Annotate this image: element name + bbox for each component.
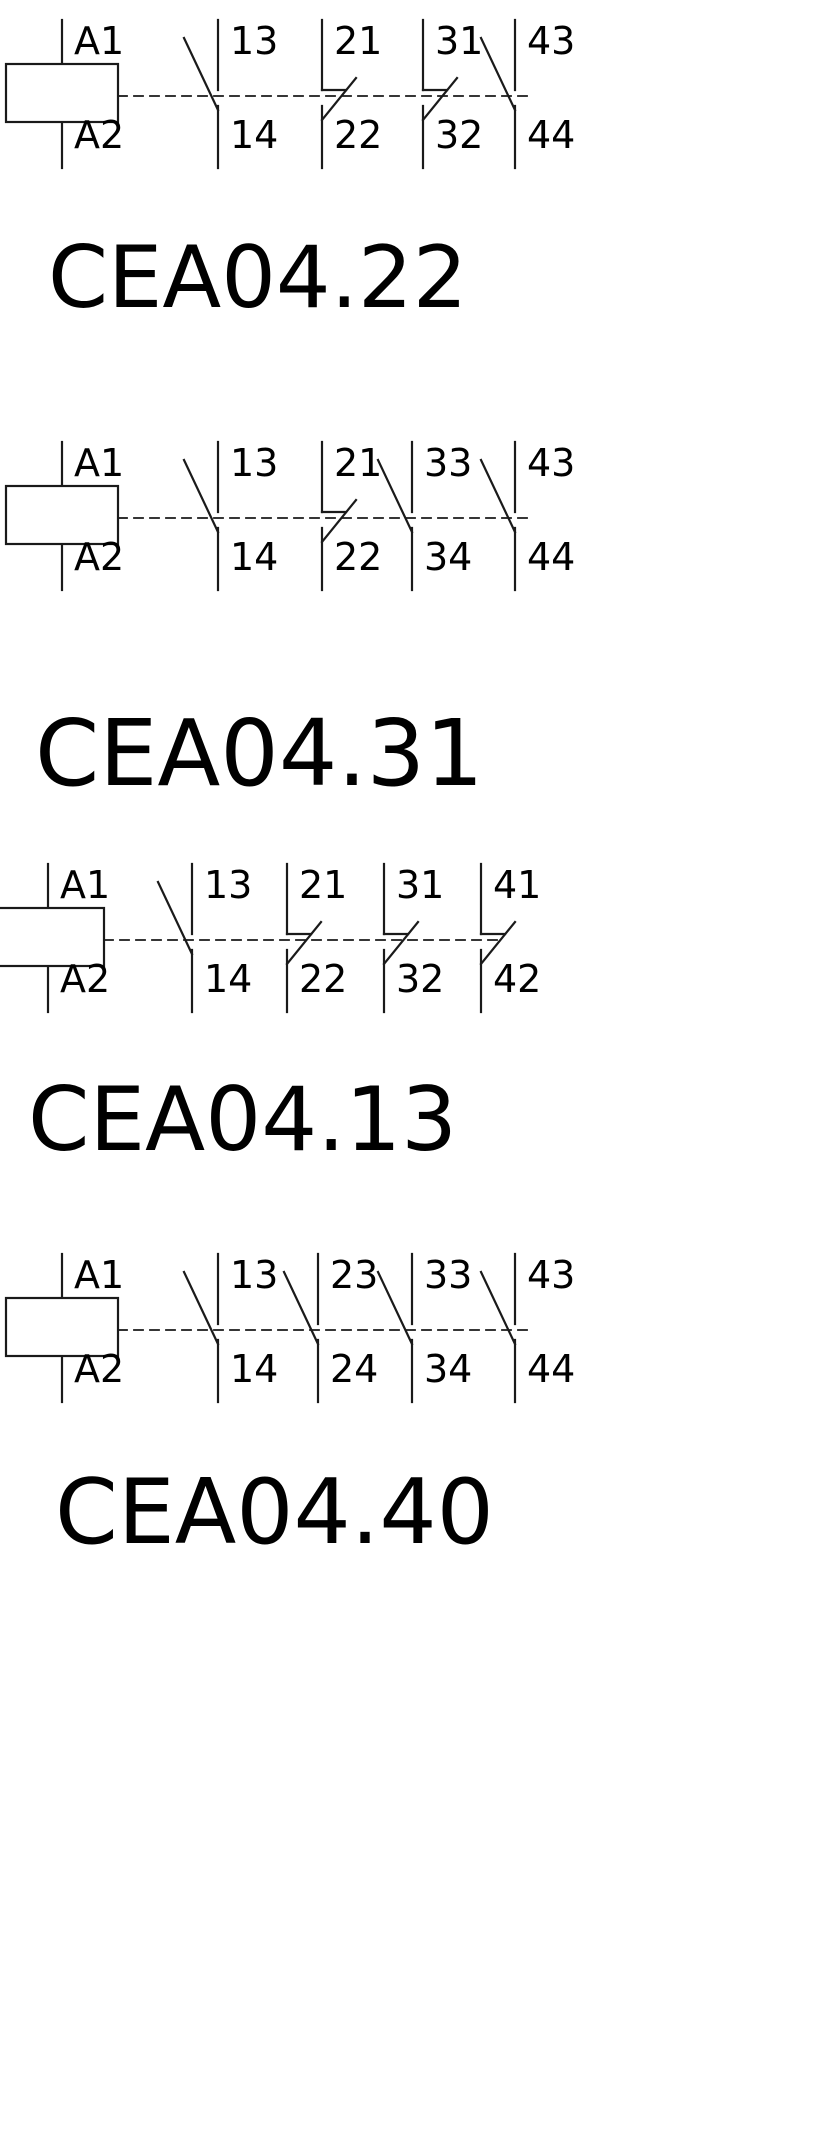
contact-pole-23-24-no: 23 24 — [282, 1252, 378, 1404]
coil-terminal-a2: A2 — [74, 113, 124, 157]
moving-blade — [376, 1270, 414, 1346]
terminal-label-top: 43 — [527, 19, 575, 63]
terminal-label-bottom: 22 — [334, 113, 382, 157]
terminal-label-bottom: 44 — [527, 113, 575, 157]
terminal-label-top: 13 — [230, 19, 278, 63]
terminal-label-bottom: 32 — [435, 113, 483, 157]
moving-blade — [282, 1270, 320, 1346]
contact-pole-41-42-nc: 41 42 — [479, 862, 541, 1014]
terminal-label-top: 33 — [424, 1253, 472, 1297]
terminal-label-top: 41 — [493, 863, 541, 907]
terminal-label-bottom: 14 — [230, 535, 278, 579]
coil-box — [4, 1296, 120, 1358]
caption-cea04-40: CEA04.40 — [55, 1460, 494, 1565]
contact-pole-43-44-no: 43 44 — [479, 1252, 575, 1404]
moving-blade — [156, 880, 194, 956]
terminal-label-bottom: 42 — [493, 957, 541, 1001]
contact-pole-13-14-no: 13 14 — [182, 1252, 278, 1404]
terminal-label-top: 43 — [527, 1253, 575, 1297]
contact-pole-33-34-no: 33 34 — [376, 440, 472, 592]
terminal-label-top: 31 — [435, 19, 483, 63]
terminal-label-bottom: 14 — [230, 113, 278, 157]
contact-pole-31-32-nc: 31 32 — [421, 18, 483, 170]
terminal-label-top: 31 — [396, 863, 444, 907]
coil-terminal-a2: A2 — [74, 1347, 124, 1391]
moving-blade — [479, 920, 517, 966]
terminal-label-bottom: 34 — [424, 1347, 472, 1391]
contact-pole-13-14-no: 13 14 — [182, 18, 278, 170]
moving-blade — [182, 36, 220, 112]
moving-blade — [376, 458, 414, 534]
moving-blade — [421, 76, 459, 122]
terminal-label-bottom: 14 — [204, 957, 252, 1001]
caption-cea04-13: CEA04.13 — [28, 1068, 458, 1171]
contact-pole-13-14-no: 13 14 — [156, 862, 252, 1014]
terminal-label-top: 13 — [204, 863, 252, 907]
coil-terminal-a1: A1 — [60, 863, 110, 907]
moving-blade — [479, 1270, 517, 1346]
terminal-label-bottom: 14 — [230, 1347, 278, 1391]
terminal-label-top: 13 — [230, 441, 278, 485]
contact-pole-31-32-nc: 31 32 — [382, 862, 444, 1014]
contact-pole-33-34-no: 33 34 — [376, 1252, 472, 1404]
contact-pole-43-44-no: 43 44 — [479, 440, 575, 592]
contact-pole-21-22-nc: 21 22 — [320, 440, 382, 592]
terminal-label-top: 33 — [424, 441, 472, 485]
moving-blade — [285, 920, 323, 966]
moving-blade — [320, 76, 358, 122]
coil-terminal-a1: A1 — [74, 1253, 124, 1297]
contact-pole-43-44-no: 43 44 — [479, 18, 575, 170]
terminal-label-bottom: 32 — [396, 957, 444, 1001]
coil-terminal-a2: A2 — [60, 957, 110, 1001]
terminal-label-bottom: 24 — [330, 1347, 378, 1391]
terminal-label-top: 21 — [334, 19, 382, 63]
moving-blade — [479, 36, 517, 112]
coil-terminal-a1: A1 — [74, 441, 124, 485]
terminal-label-top: 21 — [299, 863, 347, 907]
contact-pole-21-22-nc: 21 22 — [285, 862, 347, 1014]
coil-box — [4, 484, 120, 546]
contact-pole-21-22-nc: 21 22 — [320, 18, 382, 170]
coil-box — [0, 906, 106, 968]
terminal-label-bottom: 22 — [334, 535, 382, 579]
caption-cea04-31: CEA04.31 — [35, 700, 484, 807]
moving-blade — [479, 458, 517, 534]
moving-blade — [182, 1270, 220, 1346]
terminal-label-bottom: 44 — [527, 535, 575, 579]
terminal-label-top: 43 — [527, 441, 575, 485]
moving-blade — [182, 458, 220, 534]
terminal-label-bottom: 22 — [299, 957, 347, 1001]
terminal-label-bottom: 44 — [527, 1347, 575, 1391]
terminal-label-top: 13 — [230, 1253, 278, 1297]
coil-terminal-a2: A2 — [74, 535, 124, 579]
terminal-label-bottom: 34 — [424, 535, 472, 579]
terminal-label-top: 23 — [330, 1253, 378, 1297]
coil-box — [4, 62, 120, 124]
moving-blade — [382, 920, 420, 966]
coil-terminal-a1: A1 — [74, 19, 124, 63]
moving-blade — [320, 498, 358, 544]
terminal-label-top: 21 — [334, 441, 382, 485]
caption-cea04-22: CEA04.22 — [48, 228, 468, 328]
contact-pole-13-14-no: 13 14 — [182, 440, 278, 592]
